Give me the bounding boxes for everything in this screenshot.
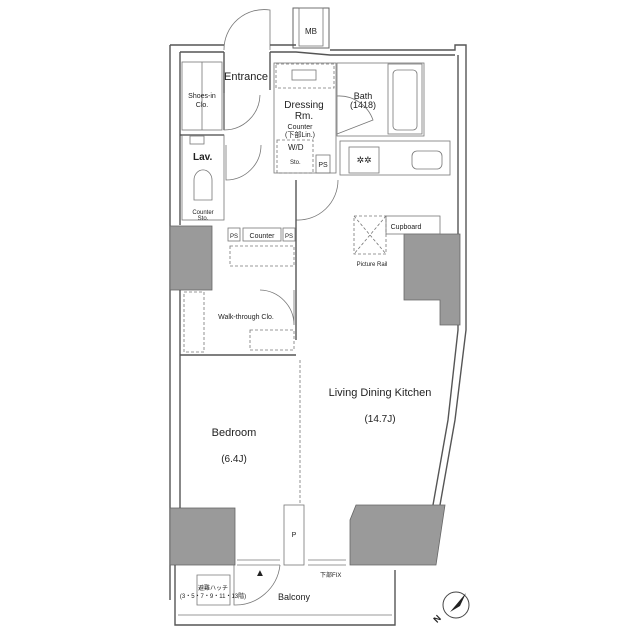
label-counter: Counter xyxy=(250,233,276,240)
label-mb: MB xyxy=(305,27,317,36)
label-fix: 下部FIX xyxy=(320,571,341,579)
shoes-closet: Shoes-in Clo. xyxy=(181,61,223,131)
label-sto: Sto. xyxy=(198,216,209,222)
label-shoes: Shoes-in xyxy=(188,93,216,100)
balcony-door[interactable] xyxy=(233,564,281,606)
bath: Bath (1418) xyxy=(336,62,425,137)
dressing-room: Dressing Rm. Counter (下部Lin.) W/D Sto. P… xyxy=(273,62,337,174)
compass-icon: N xyxy=(431,591,470,625)
label-ldk: Living Dining Kitchen xyxy=(329,387,432,399)
balcony: ▲ 避難ハッチ (3・5・7・9・11・13階) Balcony xyxy=(174,564,396,626)
walk-through-closet: Walk-through Clo. xyxy=(183,289,295,353)
label-dressing: Dressing xyxy=(284,100,323,111)
door-bath[interactable] xyxy=(336,95,374,135)
window xyxy=(237,559,346,566)
label-p: P xyxy=(292,532,297,539)
label-ps: PS xyxy=(230,234,238,240)
label-ps: PS xyxy=(285,234,293,240)
column xyxy=(403,233,461,326)
sink-icon xyxy=(411,150,443,170)
label-bedroom: Bedroom xyxy=(212,427,257,439)
label-cupboard: Cupboard xyxy=(391,224,422,231)
label-lav: Lav. xyxy=(193,152,212,163)
door-lav[interactable] xyxy=(225,144,262,181)
label-hatch-floors: (3・5・7・9・11・13階) xyxy=(180,592,246,600)
label-ps: PS xyxy=(318,162,328,169)
counter-row: PS Counter PS xyxy=(227,227,296,267)
pipe-space xyxy=(283,504,305,566)
outer-walls xyxy=(169,44,467,600)
entrance-door[interactable] xyxy=(223,9,271,51)
label-entrance: Entrance xyxy=(224,71,268,83)
column xyxy=(169,225,213,291)
label-ldk-size: (14.7J) xyxy=(364,414,395,425)
column xyxy=(169,507,236,566)
stove-icon: ✲✲ xyxy=(356,155,371,165)
cupboard: Cupboard Picture Rail xyxy=(353,215,441,268)
mb-shaft: MB xyxy=(292,7,330,49)
door-ldk[interactable] xyxy=(295,179,339,221)
label-dressing-rm: Rm. xyxy=(295,111,313,122)
column xyxy=(349,504,446,566)
label-compass: N xyxy=(431,613,443,625)
label-bath: Bath xyxy=(354,91,373,101)
label-counter: Counter xyxy=(288,124,314,131)
entry-arrow-icon: ▲ xyxy=(255,568,265,579)
label-walk-through: Walk-through Clo. xyxy=(218,314,274,321)
label-hatch: 避難ハッチ xyxy=(198,584,228,592)
label-wd: W/D xyxy=(288,143,304,152)
label-counter-lin: (下部Lin.) xyxy=(285,130,315,139)
door-closet[interactable] xyxy=(259,289,295,326)
door-shoes[interactable] xyxy=(223,93,261,131)
label-sto-dress: Sto. xyxy=(290,160,301,166)
label-shoes-clo: Clo. xyxy=(196,102,209,109)
label-counter-sto: Counter xyxy=(192,210,213,216)
label-picture-rail: Picture Rail xyxy=(357,262,388,268)
toilet-icon xyxy=(193,169,213,201)
kitchen-counter: ✲✲ xyxy=(339,140,451,176)
label-bedroom-size: (6.4J) xyxy=(221,454,247,465)
label-balcony: Balcony xyxy=(278,592,311,602)
lavatory: Lav. Counter Sto. xyxy=(181,134,262,222)
